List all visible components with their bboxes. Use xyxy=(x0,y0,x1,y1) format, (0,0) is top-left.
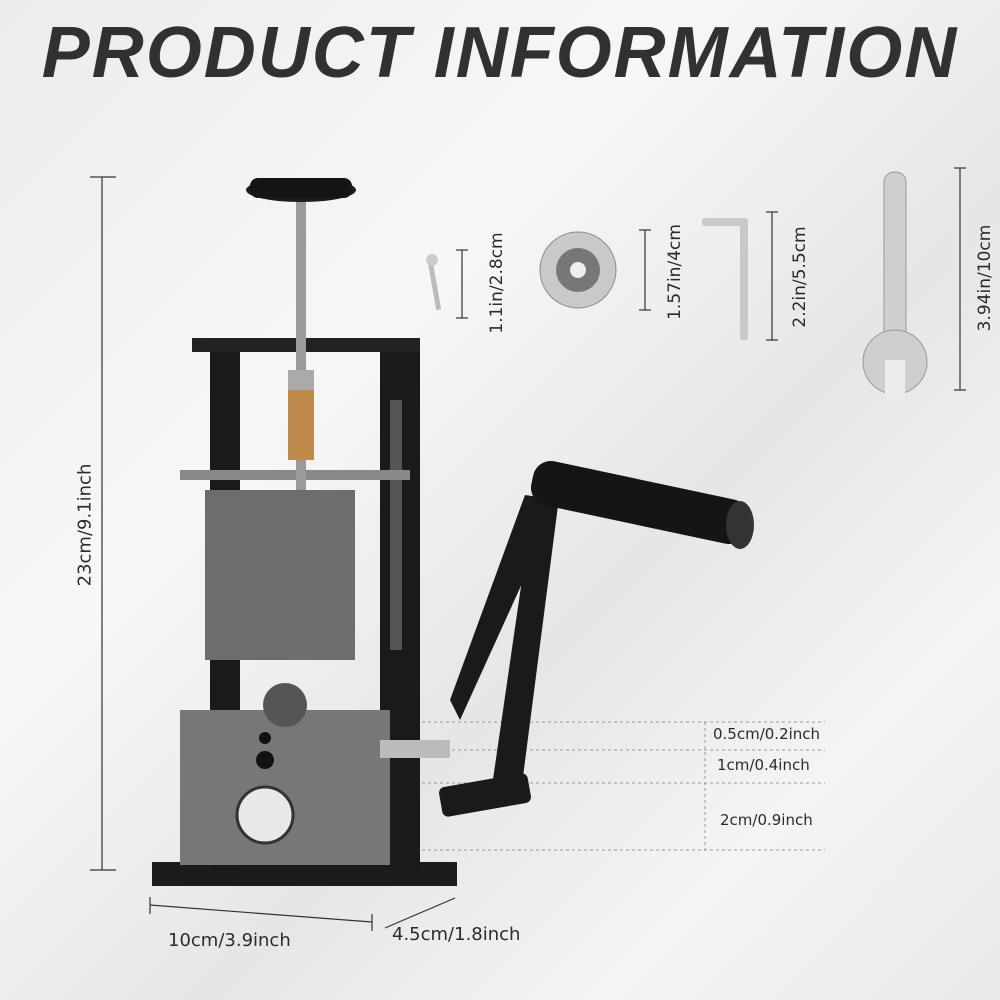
dimension-lines xyxy=(90,167,966,931)
depth-dimension-label: 4.5cm/1.8inch xyxy=(392,924,521,945)
wrench-size-label: 3.94in/10cm xyxy=(975,224,995,332)
height-dimension-label: 23cm/9.1inch xyxy=(74,463,96,587)
hole-guide-lines xyxy=(380,721,825,851)
hole-large-label: 2cm/0.9inch xyxy=(720,811,813,829)
width-dimension-label: 10cm/3.9inch xyxy=(168,930,291,951)
wrench-image xyxy=(862,171,928,400)
hole-small-label: 0.5cm/0.2inch xyxy=(713,725,821,743)
bearing-image xyxy=(539,231,617,309)
bearing-size-label: 1.57in/4cm xyxy=(665,224,685,320)
screw-image xyxy=(426,254,442,310)
allen-key-size-label: 2.2in/5.5cm xyxy=(790,226,810,328)
hole-medium-label: 1cm/0.4inch xyxy=(717,756,810,774)
page-title: PRODUCT INFORMATION xyxy=(41,13,959,93)
screw-size-label: 1.1in/2.8cm xyxy=(487,232,507,334)
wire-stripper-machine xyxy=(152,178,754,886)
allen-key-image xyxy=(702,218,748,340)
